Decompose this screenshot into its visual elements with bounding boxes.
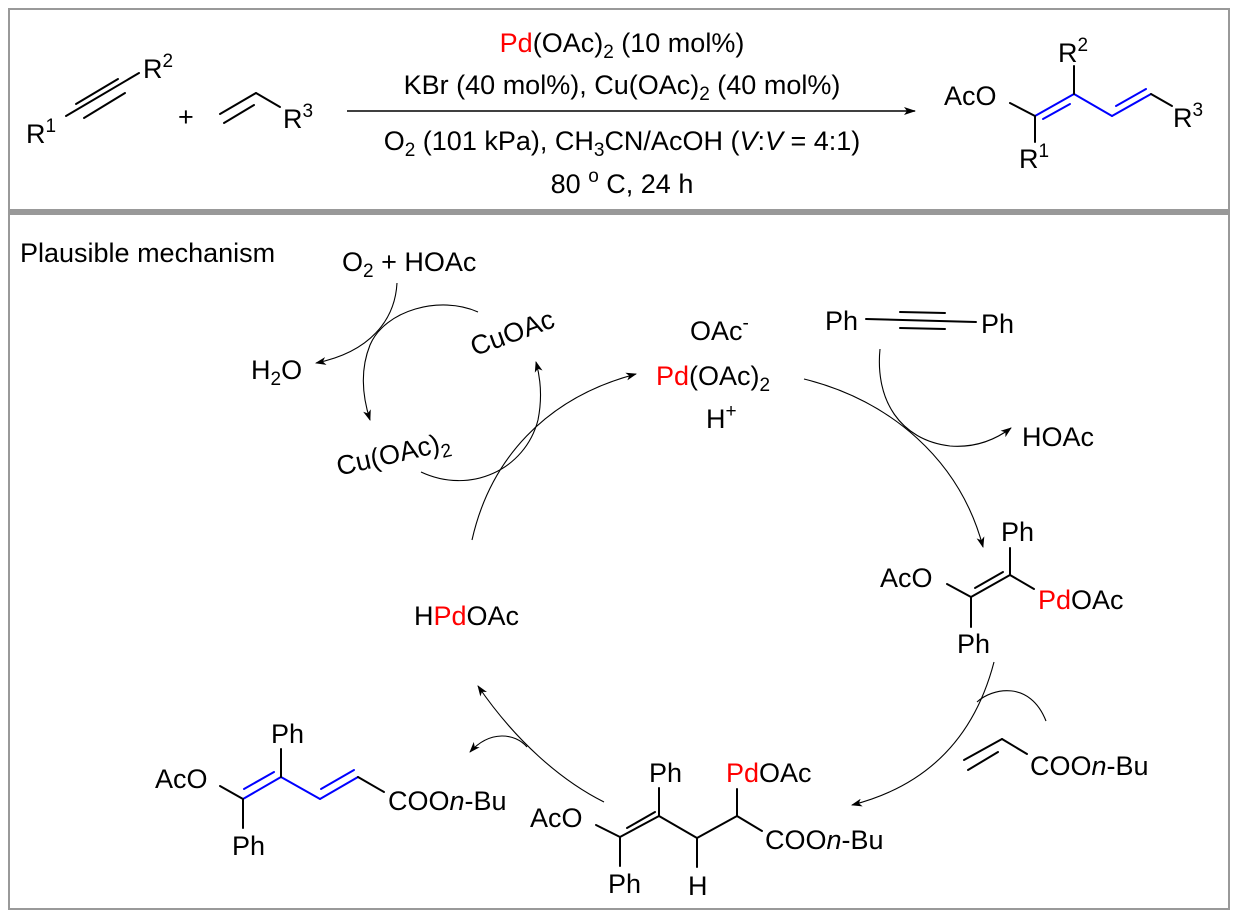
- alkyne-bond-2: [899, 311, 946, 314]
- phenyl-label: Ph: [608, 869, 641, 899]
- aco-label: AcO: [880, 563, 933, 593]
- figure-frame: [8, 8, 1230, 910]
- vinyl-palladium-intermediate: Ph AcO PdOAc Ph: [880, 517, 1124, 659]
- bond: [696, 815, 738, 839]
- aco-label: AcO: [155, 764, 208, 794]
- r1-label: R1: [26, 116, 56, 149]
- diene-bond-3b: [320, 769, 355, 790]
- diene-product: AcO COOn-Bu Ph Ph: [155, 719, 507, 861]
- double-bond-2: [626, 811, 656, 829]
- double-bond-2: [967, 751, 999, 771]
- acetate-anion-label: OAc-: [690, 313, 749, 346]
- oxidant-label: O2 + HOAc: [342, 247, 476, 282]
- pd-regeneration-arrow: [471, 372, 637, 541]
- hoac-release-arrow: [878, 348, 1012, 447]
- r3-bond: [1150, 93, 1173, 107]
- diene-bond-2: [1073, 93, 1113, 117]
- diene-bond-3: [1111, 93, 1152, 117]
- bond: [595, 824, 621, 838]
- phenyl-label: Ph: [957, 629, 990, 659]
- phenyl-label: Ph: [981, 309, 1014, 339]
- diene-bond-1: [242, 776, 282, 800]
- diphenylacetylene: Ph Ph: [825, 306, 1014, 339]
- insertion-arrow: [851, 661, 995, 807]
- bond: [736, 815, 763, 832]
- condition-catalyst: Pd(OAc)2 (10 mol%): [500, 28, 745, 63]
- product-diene: AcO R2 R1 R3: [944, 35, 1203, 174]
- alkene-r3-bond: [255, 92, 281, 108]
- ester-label: COOn-Bu: [765, 825, 884, 855]
- bond: [1001, 738, 1028, 755]
- bond: [1009, 574, 1035, 590]
- ester-label: COOn-Bu: [388, 786, 507, 816]
- condition-temperature-time: 80 o C, 24 h: [551, 166, 694, 199]
- condition-additives: KBr (40 mol%), Cu(OAc)2 (40 mol%): [404, 70, 841, 105]
- pdoac-label: PdOAc: [1038, 585, 1124, 615]
- water-release-arrow: [315, 282, 398, 365]
- water-label: H2O: [251, 355, 302, 390]
- reactant-alkyne: R1 R2: [26, 51, 173, 149]
- beta-hydride-arrow: [477, 685, 605, 803]
- diene-bond-3b: [1115, 88, 1147, 107]
- alkyne-bond: [865, 318, 977, 323]
- phenyl-label: Ph: [649, 758, 682, 788]
- r2-label: R2: [143, 51, 173, 84]
- r3-label: R3: [283, 101, 313, 134]
- alkyne-bond-3: [899, 327, 946, 330]
- r1-label: R1: [1019, 141, 1049, 174]
- mechanism-title: Plausible mechanism: [20, 238, 275, 268]
- product-release-arrow: [469, 735, 528, 753]
- phenyl-label: Ph: [1001, 517, 1034, 547]
- palladium-catalyst: OAc- Pd(OAc)2 H+: [656, 313, 770, 434]
- hoac-label: HOAc: [1022, 422, 1094, 452]
- acetoxypalladation-arrow: [803, 378, 985, 548]
- bond: [658, 815, 698, 839]
- phenyl-label: Ph: [232, 831, 265, 861]
- double-bond: [963, 738, 1003, 761]
- cu-reduction-arrow: [420, 361, 543, 482]
- proton-label: H+: [706, 401, 737, 434]
- phenyl-label: Ph: [825, 306, 858, 336]
- r3-label: R3: [1173, 100, 1203, 133]
- aco-label: AcO: [530, 803, 583, 833]
- diene-bond-1: [1034, 93, 1075, 117]
- bond: [946, 583, 972, 598]
- aco-bond: [1009, 102, 1036, 117]
- double-bond-2: [974, 571, 1004, 589]
- reaction-conditions: Pd(OAc)2 (10 mol%) KBr (40 mol%), Cu(OAc…: [347, 28, 916, 199]
- plus-sign: +: [178, 102, 194, 132]
- condition-solvent: O2 (101 kPa), CH3CN/AcOH (V:V = 4:1): [384, 126, 861, 161]
- reactant-alkene: R3: [219, 92, 313, 134]
- cuoac-label: CuOAc: [466, 304, 558, 362]
- alkyne-bond-2: [75, 78, 119, 105]
- alkyl-palladium-intermediate: AcO Ph Ph H PdOAc COOn-Bu: [530, 758, 884, 901]
- diene-bond-1b: [1042, 103, 1071, 120]
- double-bond: [619, 815, 660, 838]
- alkyne-bond: [65, 72, 140, 117]
- double-bond: [970, 574, 1011, 598]
- diene-bond-1b: [243, 771, 275, 790]
- alkene-bond-2: [223, 104, 255, 124]
- r2-label: R2: [1058, 35, 1088, 68]
- aco-label: AcO: [944, 81, 997, 111]
- ester-label: COOn-Bu: [1030, 751, 1149, 781]
- acrylate-entry-curl: [976, 690, 1047, 722]
- cu-oxidation-arrow: [362, 304, 479, 421]
- phenyl-label: Ph: [271, 719, 304, 749]
- hydrogen-label: H: [688, 871, 708, 901]
- section-divider: [9, 209, 1229, 215]
- butyl-acrylate: COOn-Bu: [963, 738, 1149, 781]
- diene-bond-3: [319, 776, 359, 800]
- bond: [357, 776, 385, 793]
- diene-bond-2: [280, 776, 321, 800]
- pd-oac2-label: Pd(OAc)2: [656, 361, 770, 396]
- bond: [219, 785, 244, 800]
- hydride-pd-label: HPdOAc: [414, 601, 519, 631]
- alkene-bond: [219, 92, 257, 115]
- alkyne-bond-3: [83, 92, 126, 119]
- pdoac-label: PdOAc: [726, 758, 812, 788]
